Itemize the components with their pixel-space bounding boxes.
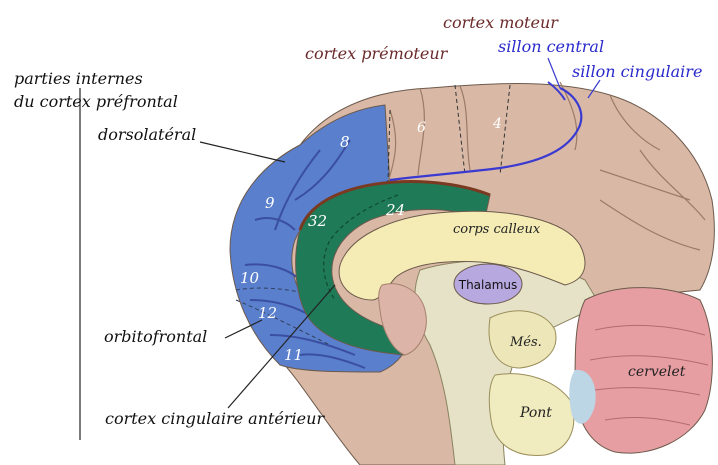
area-12-label: 12 [258,304,277,322]
septal-region [378,283,427,356]
cingulate-sulcus-line [389,87,583,182]
premotor-label: cortex prémoteur [305,44,449,63]
cingulate-border [298,180,491,231]
motor-label: cortex moteur [443,13,559,32]
leader-cingulate-sulcus [587,79,601,99]
cingulate-sulcus-label: sillon cingulaire [572,62,702,81]
dorsolateral-label: dorsolatéral [98,125,196,144]
leader-orbitofrontal [224,319,263,339]
area-10-label: 10 [240,269,260,287]
central-sulcus-line [547,81,566,101]
cortex-sulci [387,81,706,251]
cerebellum-folds [589,324,709,426]
internal-parts-line-2: du cortex préfrontal [14,92,178,111]
ventricle-region [569,369,596,424]
area-4-label: 4 [492,116,502,132]
thalamus-region [453,263,523,305]
pons-region [488,373,575,457]
area-11-label: 11 [284,346,303,364]
prefrontal-sulci [244,139,366,369]
pons-label: Pont [519,405,552,421]
midbrain-label: Més. [509,335,542,350]
leader-dorsolateral [199,141,286,163]
leader-cingulate [227,284,336,409]
cingulate-dashed-line [323,194,399,301]
area-32-label: 32 [308,212,327,230]
area-9-label: 9 [265,194,275,212]
motor-boundaries [387,84,511,183]
area-24-label: 24 [385,201,405,219]
corpus-callosum-label: corps calleux [453,222,541,237]
midbrain-region [488,310,557,369]
central-sulcus-label: sillon central [498,37,604,56]
anterior-cingulate-label: cortex cingulaire antérieur [105,409,325,428]
area-8-label: 8 [340,133,350,151]
orbitofrontal-label: orbitofrontal [104,327,207,346]
leader-central-sulcus [547,57,561,89]
area-6-label: 6 [417,120,426,136]
internal-parts-line-1: parties internes [14,69,143,88]
thalamus-label: Thalamus [458,278,518,292]
cerebellum-label: cervelet [628,364,686,380]
